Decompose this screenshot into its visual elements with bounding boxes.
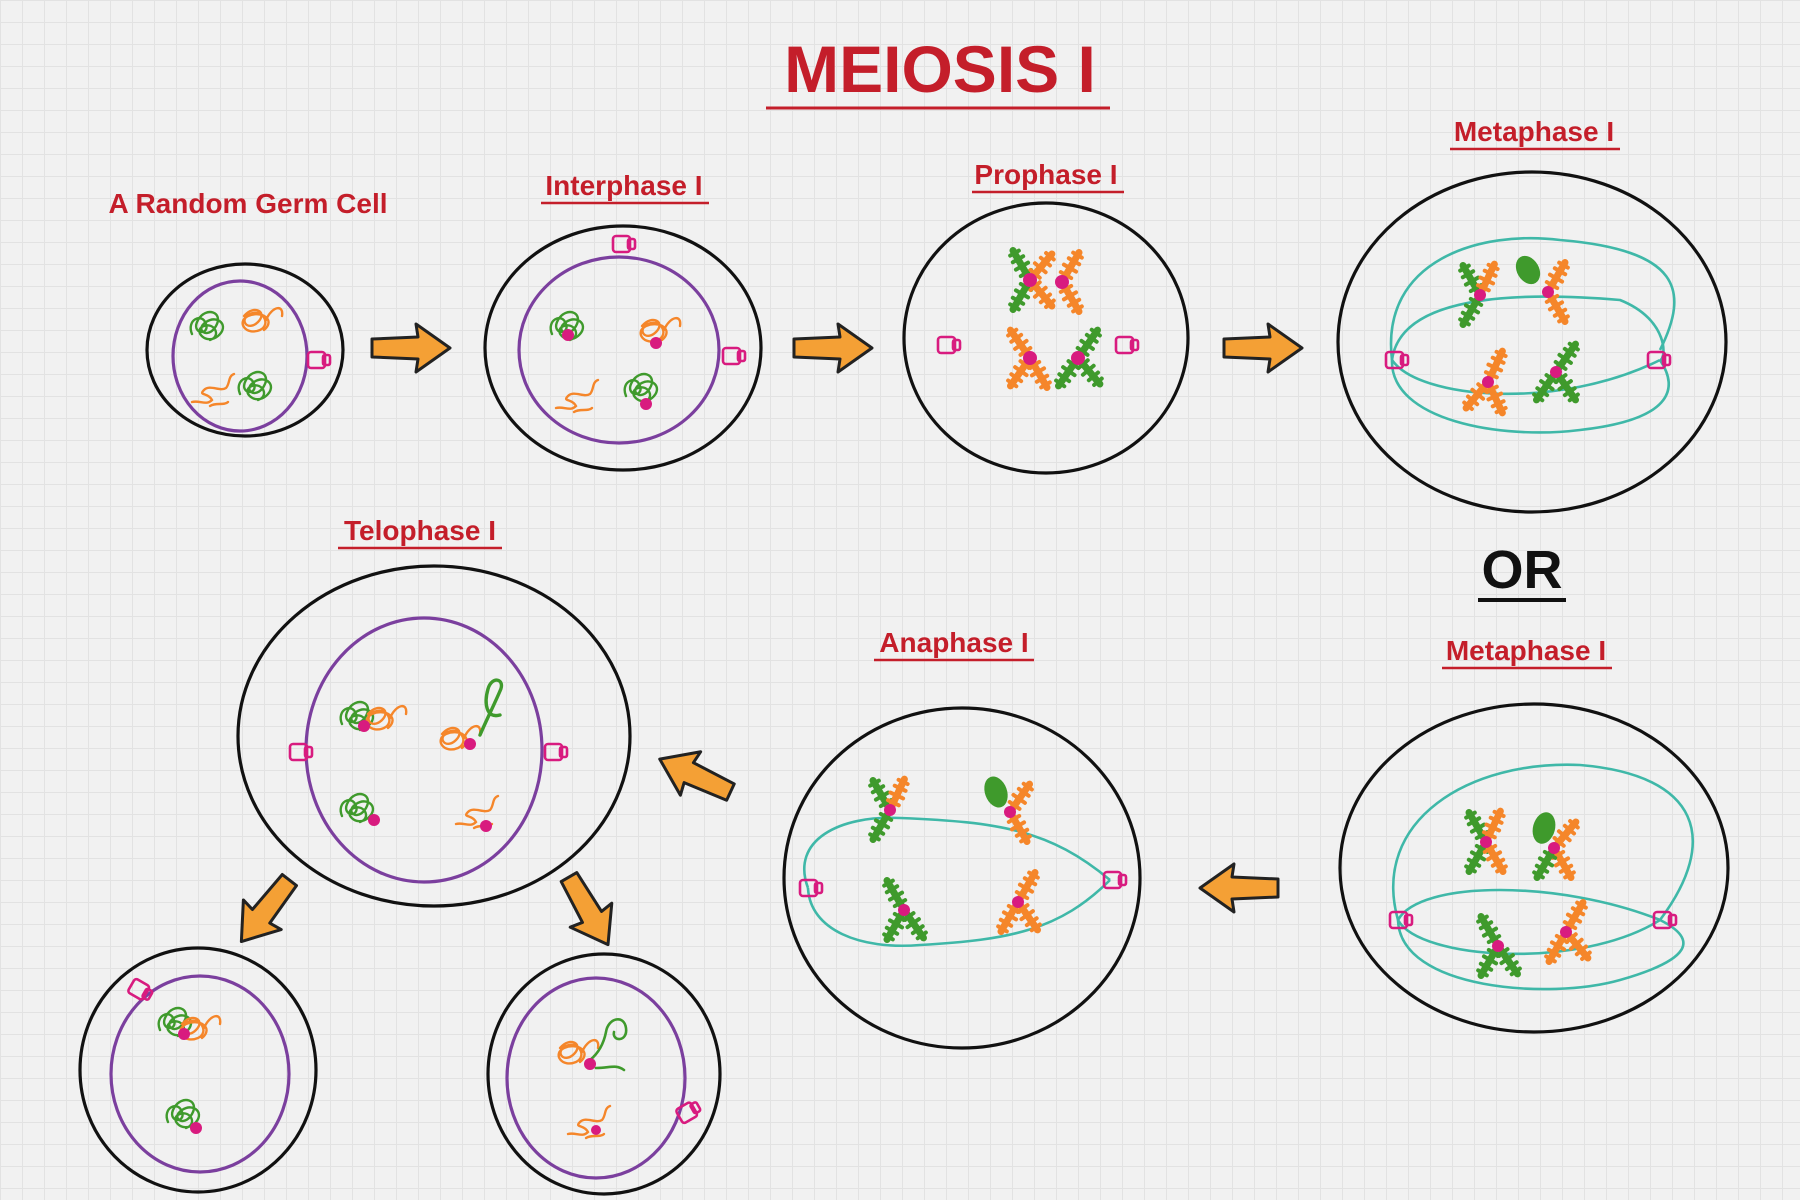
centrosome-icon (721, 346, 747, 366)
chromosome (1457, 261, 1501, 328)
process-arrow (1222, 322, 1304, 374)
label-anaphase: Anaphase I (879, 627, 1028, 658)
process-arrow (546, 863, 631, 959)
chromosome (1531, 340, 1581, 404)
cell-interphase (483, 224, 763, 472)
process-arrow (370, 322, 452, 374)
chromosome (1053, 326, 1105, 390)
cell-prophase (902, 201, 1190, 475)
label-telophase: Telophase I (344, 515, 496, 546)
process-arrow (648, 735, 743, 816)
chromosome (1475, 913, 1523, 979)
chromosome (1515, 252, 1571, 325)
cell-anaphase (782, 706, 1142, 1050)
process-arrow (792, 322, 874, 374)
label-prophase: Prophase I (974, 159, 1117, 190)
chromosome (1463, 808, 1509, 875)
chromosome (867, 776, 911, 843)
chromatin (241, 306, 284, 333)
chromatin (189, 310, 225, 342)
centrosome-icon (1102, 870, 1128, 890)
chromatin (237, 370, 273, 402)
centrosome-icon (1114, 335, 1140, 355)
label-germ-cell: A Random Germ Cell (108, 188, 387, 219)
label-interphase: Interphase I (545, 170, 702, 201)
chromatin (623, 372, 659, 404)
process-arrow (1198, 862, 1280, 914)
chromatin (639, 316, 682, 343)
chromatin (554, 378, 600, 414)
chromosome (984, 776, 1035, 845)
label-metaphase-b: Metaphase I (1446, 635, 1606, 666)
page-title: MEIOSIS I (784, 32, 1096, 106)
chromosome (1007, 247, 1057, 313)
cell-germ (145, 262, 345, 438)
cell-daughter-right (486, 952, 722, 1196)
process-arrow (220, 863, 310, 958)
chromosome (881, 877, 929, 943)
chromosome (1461, 348, 1509, 416)
centrosome-icon (543, 742, 569, 762)
or-label: OR (1482, 540, 1563, 600)
label-metaphase-a: Metaphase I (1454, 116, 1614, 147)
centrosome-icon (798, 878, 824, 898)
cell-metaphase-b (1338, 702, 1730, 1034)
chromatin (339, 792, 375, 824)
centrosome-icon (126, 976, 156, 1005)
chromosome (995, 869, 1043, 935)
chromatin (454, 794, 500, 830)
cell-daughter-left (78, 946, 318, 1194)
cell-telophase (236, 564, 632, 908)
centrosome-icon (306, 350, 332, 370)
chromosome (1529, 812, 1581, 881)
chromosome (1005, 326, 1053, 391)
centrosome-icon (611, 234, 637, 254)
chromatin (566, 1104, 612, 1140)
centrosome-icon (288, 742, 314, 762)
centrosome-icon (936, 335, 962, 355)
chromatin (190, 372, 236, 408)
cell-metaphase-a (1336, 170, 1728, 514)
chromosome (1543, 899, 1593, 965)
chromosome (1055, 249, 1085, 315)
